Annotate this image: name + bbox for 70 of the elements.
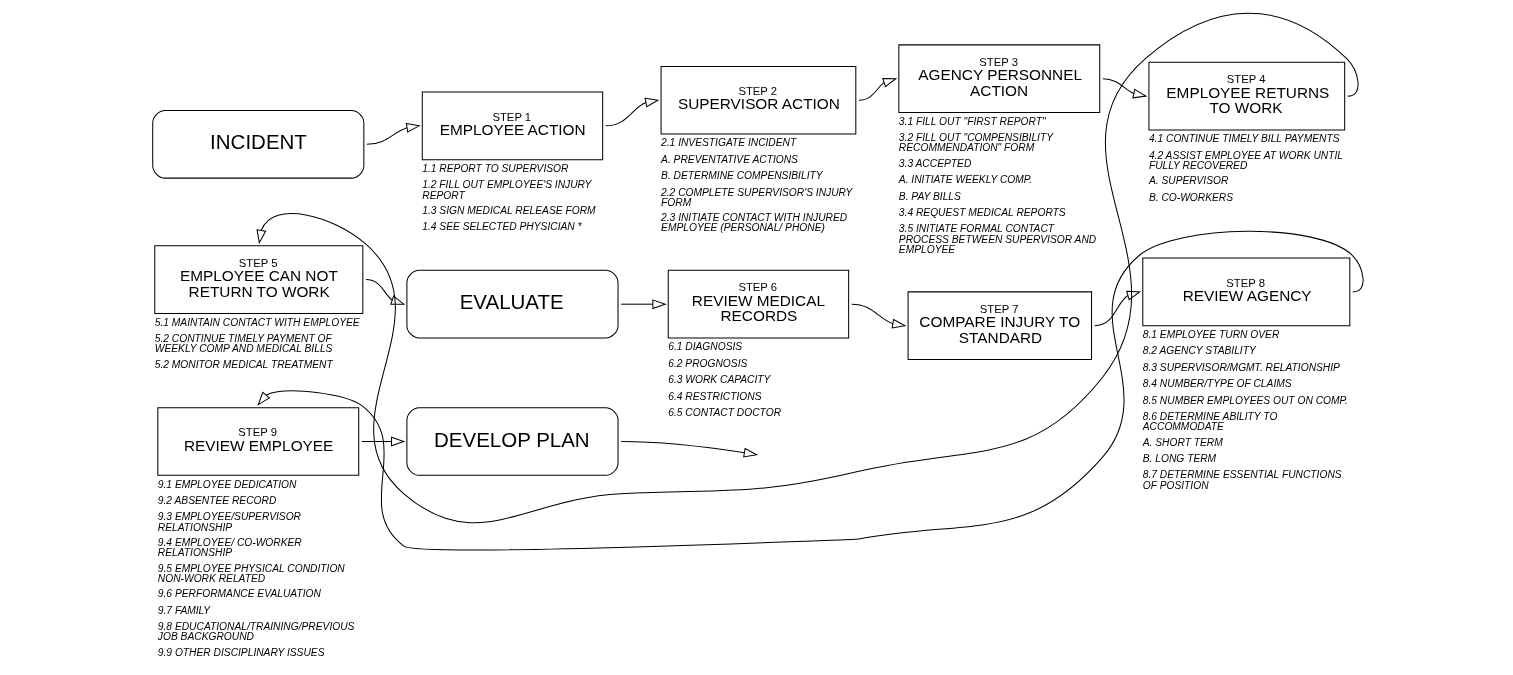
node-label: 3.4 REQUEST MEDICAL REPORTS <box>898 206 1066 218</box>
node-box: EVALUATE <box>406 269 619 338</box>
node-label: 5.2 CONTINUE TIMELY PAYMENT OF WEEKLY COMP AND MEDICAL BILLS <box>154 332 333 354</box>
node-label: 9.1 EMPLOYEE DEDICATION <box>157 478 297 490</box>
arrow <box>620 440 759 458</box>
arrow <box>851 303 907 329</box>
node-label: 8.6 DETERMINE ABILITY TO ACCOMMODATE <box>1142 410 1278 432</box>
node-label: 6.4 RESTRICTIONS <box>668 390 762 401</box>
node-label: A. PREVENTATIVE ACTIONS <box>661 153 798 165</box>
node-label: 5.2 MONITOR MEDICAL TREATMENT <box>154 358 333 370</box>
arrow <box>361 436 406 447</box>
node-label: 8.3 SUPERVISOR/MGMT. RELATIONSHIP <box>1142 361 1340 373</box>
arrow <box>365 278 406 305</box>
node-label: 9.7 FAMILY <box>157 604 211 616</box>
node-label: 1.4 SEE SELECTED PHYSICIAN * <box>422 220 582 232</box>
node-label: B. CO-WORKERS <box>1148 191 1234 203</box>
node-label: 2.2 COMPLETE SUPERVISOR'S INJURY FORM <box>661 186 853 208</box>
node-box: INCIDENT <box>152 109 365 179</box>
arrow <box>257 230 1364 550</box>
arrow <box>366 122 421 145</box>
node-box: DEVELOP PLAN <box>406 406 619 476</box>
node-label: 8.4 NUMBER/TYPE OF CLAIMS <box>1142 377 1292 389</box>
node-box: STEP 6 REVIEW MEDICAL RECORDS <box>667 269 850 338</box>
node-label: 6.2 PROGNOSIS <box>668 357 748 369</box>
node-label: 9.2 ABSENTEE RECORD <box>157 494 277 506</box>
node-label: 6.1 DIAGNOSIS <box>668 340 743 352</box>
arrow <box>620 298 667 309</box>
node-label: 3.1 FILL OUT "FIRST REPORT" <box>898 115 1046 127</box>
node-label: 8.5 NUMBER EMPLOYEES OUT ON COMP. <box>1142 394 1348 406</box>
node-label: 2.3 INITIATE CONTACT WITH INJURED EMPLOYEE (PERSONAL/ PHONE) <box>661 211 848 233</box>
node-label: 3.3 ACCEPTED <box>898 157 972 169</box>
node-label: A. SUPERVISOR <box>1148 174 1229 186</box>
node-label: 4.1 CONTINUE TIMELY BILL PAYMENTS <box>1148 132 1340 144</box>
node-label: 9.8 EDUCATIONAL/TRAINING/PREVIOUS JOB BACKGROUND <box>157 620 355 642</box>
node-label: B. PAY BILLS <box>898 190 961 202</box>
node-label: 3.2 FILL OUT "COMPENSIBILITY RECOMMENDATION" FORM <box>898 131 1054 153</box>
node-label: 2.1 INVESTIGATE INCIDENT <box>661 136 797 148</box>
node-label: 1.2 FILL OUT EMPLOYEE'S INJURY REPORT <box>422 178 592 201</box>
node-box: STEP 5 EMPLOYEE CAN NOT RETURN TO WORK <box>154 244 364 314</box>
node-label: 6.5 CONTACT DOCTOR <box>668 406 782 418</box>
node-label: B. DETERMINE COMPENSIBILITY <box>661 169 823 181</box>
node-box: STEP 9 REVIEW EMPLOYEE <box>157 406 360 476</box>
node-label: 8.2 AGENCY STABILITY <box>1142 344 1256 356</box>
node-label: 9.3 EMPLOYEE/SUPERVISOR RELATIONSHIP <box>157 510 301 533</box>
node-label: 9.4 EMPLOYEE/ CO-WORKER RELATIONSHIP <box>157 536 302 558</box>
arrow <box>858 77 898 101</box>
node-box: STEP 2 SUPERVISOR ACTION <box>660 65 857 135</box>
arrow <box>605 97 660 126</box>
node-label: 6.3 WORK CAPACITY <box>668 373 771 385</box>
node-label: 8.7 DETERMINE ESSENTIAL FUNCTIONS OF POSITION <box>1142 468 1342 491</box>
node-box: STEP 3 AGENCY PERSONNEL ACTION <box>898 43 1101 113</box>
node-label: 1.3 SIGN MEDICAL RELEASE FORM <box>422 204 596 216</box>
node-label: 1.1 REPORT TO SUPERVISOR <box>422 162 569 174</box>
node-label: 4.2 ASSIST EMPLOYEE AT WORK UNTIL FULLY RECOVERED <box>1148 149 1344 171</box>
arrow <box>256 12 1359 523</box>
node-box: STEP 4 EMPLOYEE RETURNS TO WORK <box>1148 61 1346 130</box>
node-label: 8.1 EMPLOYEE TURN OVER <box>1142 328 1280 340</box>
node-box: STEP 1 EMPLOYEE ACTION <box>421 91 604 160</box>
node-label: 5.1 MAINTAIN CONTACT WITH EMPLOYEE <box>154 316 360 328</box>
node-box: STEP 7 COMPARE INJURY TO STANDARD <box>907 290 1093 360</box>
node-label: 9.9 OTHER DISCIPLINARY ISSUES <box>157 646 325 658</box>
node-label: A. SHORT TERM <box>1142 436 1223 448</box>
node-label: 9.5 EMPLOYEE PHYSICAL CONDITION NON-WORK RELATED <box>157 562 345 584</box>
node-box: STEP 8 REVIEW AGENCY <box>1142 257 1351 326</box>
arrow <box>1094 290 1142 326</box>
node-label: A. INITIATE WEEKLY COMP. <box>898 173 1033 185</box>
arrow <box>1102 77 1148 98</box>
node-label: 9.6 PERFORMANCE EVALUATION <box>157 587 321 599</box>
node-label: 3.5 INITIATE FORMAL CONTACT PROCESS BETWEEN SUPERVISOR AND EMPLOYEE <box>898 222 1097 255</box>
node-label: B. LONG TERM <box>1142 452 1217 464</box>
